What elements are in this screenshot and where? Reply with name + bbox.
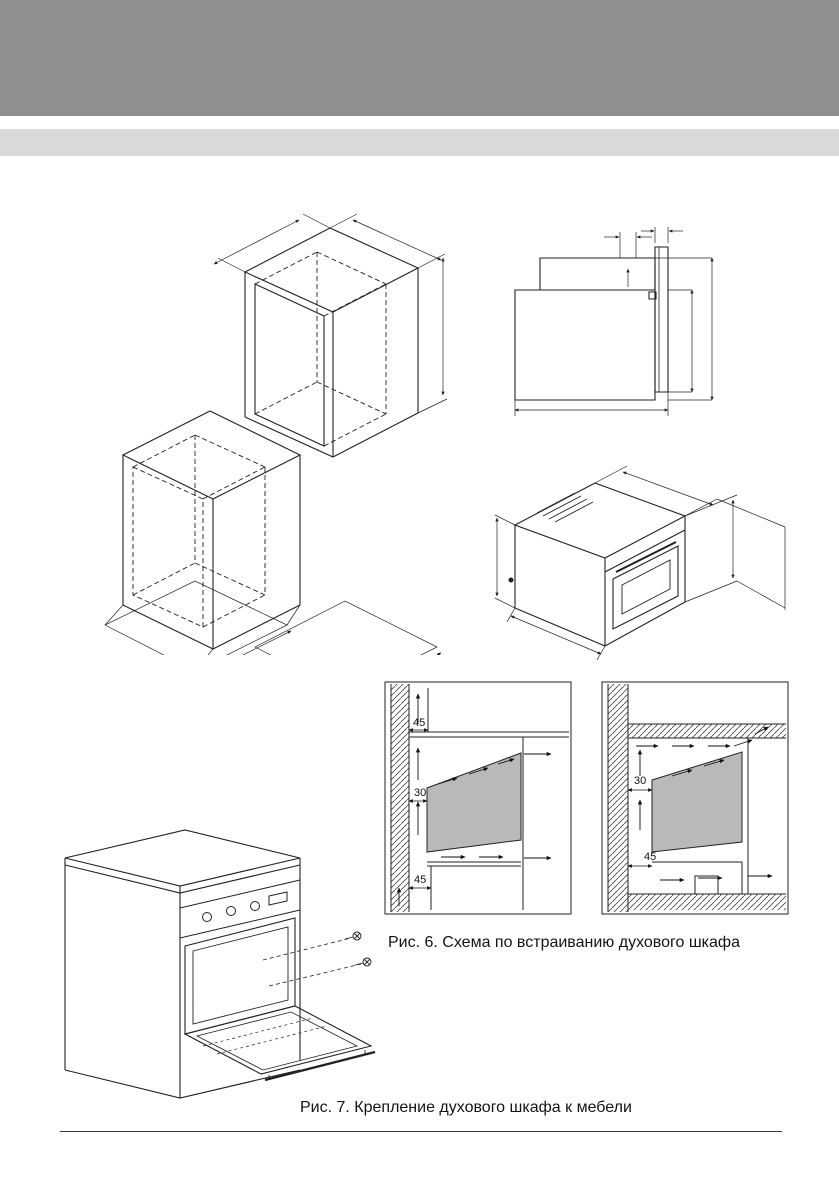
airflow-arrows	[396, 693, 552, 906]
oven-display	[268, 891, 288, 906]
wall-hatch	[391, 684, 409, 912]
dimension-labels: 30 45	[627, 775, 656, 868]
fig6-side-dimension-drawing	[514, 227, 714, 416]
floor-hatch	[628, 894, 786, 910]
bottom-rule	[60, 1131, 782, 1132]
oven-body-section	[651, 751, 743, 853]
control-knob	[226, 906, 236, 916]
wall-edges	[390, 684, 410, 912]
fig6-cabinet-iso-drawing	[104, 213, 448, 655]
diagram-frame	[601, 681, 789, 915]
oven-vent-grille	[536, 492, 594, 523]
mounting-screws	[344, 931, 372, 967]
lower-cabinet-cavity-hidden-lines	[132, 434, 266, 628]
fig6-oven-iso-drawing	[494, 465, 786, 661]
iso-dimension-lines	[104, 213, 448, 655]
upper-cabinet-box	[243, 227, 420, 458]
screw-leader-lines	[262, 937, 362, 987]
oven-dimension-lines	[494, 465, 786, 661]
oven-control-panel	[179, 879, 301, 939]
upper-cabinet-cavity-hidden-lines	[254, 251, 387, 447]
oven-body	[513, 482, 687, 647]
oven-body-section	[426, 752, 522, 853]
oven-door-window	[621, 559, 671, 615]
subheader-band	[0, 129, 839, 156]
oven-cavity	[184, 917, 296, 1035]
header-band	[0, 0, 839, 116]
dim-label-45-top: 45	[413, 717, 425, 729]
cabinet-side-profile	[514, 246, 669, 401]
oven-door-handle	[615, 541, 677, 573]
screw-icon	[362, 957, 372, 967]
oven-side-latch	[508, 577, 514, 583]
countertop-hatch	[628, 724, 786, 738]
dim-label-30-mid: 30	[634, 775, 646, 787]
fig7-caption: Рис. 7. Крепление духового шкафа к мебел…	[300, 1099, 632, 1116]
airflow-arrows	[636, 726, 773, 883]
screw-icon	[352, 931, 362, 941]
diagram-frame	[384, 681, 572, 915]
fig6-right-section-diagram: 30 45	[601, 681, 789, 915]
dim-label-30-mid: 30	[414, 787, 426, 799]
dim-label-45-bottom: 45	[414, 874, 426, 886]
fig6-left-section-diagram: 45 30 45	[384, 681, 572, 915]
fig6-caption: Рис. 6. Схема по встраиванию духового шк…	[388, 934, 740, 951]
wall-edges	[607, 684, 629, 912]
control-knob	[250, 901, 260, 911]
fig7-oven-mounting-drawing	[64, 829, 376, 1099]
side-view-dimensions	[514, 227, 714, 416]
oven-open-door	[183, 1005, 376, 1082]
lower-cabinet-box	[121, 410, 302, 650]
door-handle	[264, 1050, 376, 1082]
wall-hatch	[608, 684, 628, 912]
dim-label-45-bottom: 45	[644, 851, 656, 863]
kitchen-cabinet	[64, 829, 301, 1099]
control-knob	[202, 912, 212, 922]
dimension-labels: 45 30 45	[408, 717, 432, 890]
